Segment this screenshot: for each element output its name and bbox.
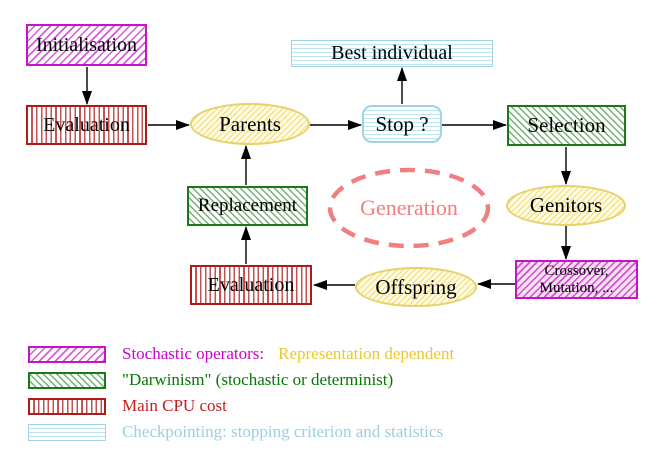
legend-row-cpu-cost: Main CPU cost: [0, 396, 662, 415]
legend-label-stochastic: Stochastic operators: Representation depe…: [122, 344, 454, 364]
node-genitors: Genitors: [506, 185, 626, 226]
legend-swatch-darwinism: [28, 371, 106, 389]
legend-row-darwinism: "Darwinism" (stochastic or determinist): [0, 370, 662, 389]
node-best-individual: Best individual: [291, 40, 493, 67]
node-stop: Stop ?: [362, 105, 442, 143]
legend-text-stochastic-operators: Stochastic operators:: [122, 344, 265, 363]
node-initialisation: Initialisation: [26, 24, 147, 66]
legend-swatch-stochastic: [28, 345, 106, 363]
node-parents: Parents: [190, 103, 310, 145]
generation-label: Generation: [360, 195, 458, 220]
node-replacement: Replacement: [187, 186, 308, 226]
legend-row-stochastic: Stochastic operators: Representation depe…: [0, 344, 662, 364]
node-selection: Selection: [507, 105, 626, 146]
legend-text-darwinism: "Darwinism" (stochastic or determinist): [122, 370, 394, 389]
legend-swatch-cpu-cost: [28, 397, 106, 415]
crossover-line1: Crossover,: [544, 262, 609, 279]
node-crossover-mutation: Crossover, Mutation, ...: [515, 260, 638, 299]
legend-row-checkpointing: Checkpointing: stopping criterion and st…: [0, 422, 662, 441]
crossover-line2: Mutation, ...: [539, 279, 614, 296]
legend-text-cpu-cost: Main CPU cost: [122, 396, 227, 415]
legend-text-representation-dependent: Representation dependent: [278, 344, 455, 363]
node-evaluation-top: Evaluation: [26, 105, 147, 145]
node-evaluation-bottom: Evaluation: [190, 265, 312, 305]
legend-swatch-checkpointing: [28, 423, 106, 441]
node-offspring: Offspring: [355, 267, 477, 307]
legend-text-checkpointing: Checkpointing: stopping criterion and st…: [122, 422, 444, 441]
